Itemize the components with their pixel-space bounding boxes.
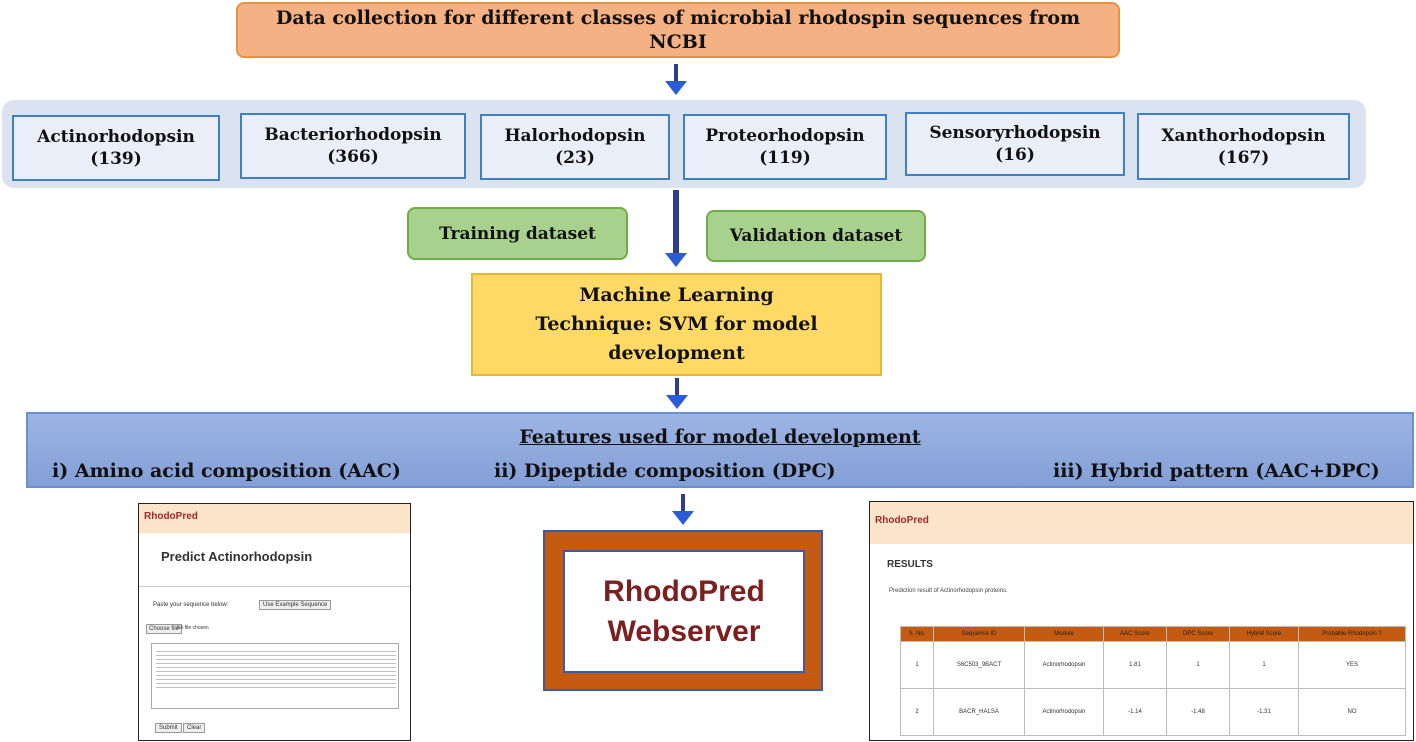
rhodopsin-classes-panel: Actinorhodopsin (139) Bacteriorhodopsin … — [2, 100, 1366, 188]
class-count: (366) — [327, 147, 379, 167]
validation-dataset-box: Validation dataset — [706, 210, 926, 262]
data-collection-line1: Data collection for different classes of… — [275, 7, 1081, 29]
col-hybrid-score: Hybrid Score — [1229, 626, 1299, 642]
data-collection-box: Data collection for different classes of… — [236, 2, 1120, 58]
class-name: Actinorhodopsin — [37, 127, 195, 147]
ml-line2: Technique: SVM for model — [535, 313, 818, 335]
example-sequence-button[interactable]: Use Example Sequence — [259, 600, 332, 610]
col-dpc-score: DPC Score — [1166, 626, 1230, 642]
webserver-frame: RhodoPred Webserver — [543, 530, 823, 691]
sequence-text-lines — [156, 648, 396, 690]
col-sequence-id: Sequence ID — [933, 626, 1025, 642]
class-count: (139) — [90, 149, 142, 169]
cell: BACR_HALSA — [933, 688, 1025, 736]
submit-button[interactable]: Submit — [155, 723, 182, 733]
shot-header: RhodoPred — [870, 502, 1413, 544]
class-box-bacteriorhodopsin: Bacteriorhodopsin (366) — [240, 113, 466, 179]
cell: -1.31 — [1229, 688, 1299, 736]
class-box-proteorhodopsin: Proteorhodopsin (119) — [683, 114, 887, 180]
feature-dpc: ii) Dipeptide composition (DPC) — [494, 460, 836, 482]
paste-label: Paste your sequence below: — [153, 602, 229, 608]
class-count: (167) — [1217, 147, 1270, 168]
predict-heading: Predict Actinorhodopsin — [161, 549, 313, 564]
cell: -1.14 — [1103, 688, 1167, 736]
training-dataset-box: Training dataset — [407, 207, 628, 260]
cell: 1 — [900, 641, 934, 689]
arrow-down-icon — [672, 494, 694, 526]
sequence-textarea[interactable] — [151, 643, 399, 709]
class-count: (23) — [555, 148, 595, 168]
class-box-sensoryrhodopsin: Sensoryrhodopsin (16) — [905, 112, 1125, 176]
no-file-label: No file chosen — [177, 625, 209, 631]
col-aac-score: AAC Score — [1103, 626, 1167, 642]
arrow-down-icon — [664, 190, 688, 268]
cell: 2 — [900, 688, 934, 736]
col-sno: S. No. — [900, 626, 934, 642]
class-box-xanthorhodopsin: Xanthorhodopsin (167) — [1137, 113, 1350, 180]
webserver-box: RhodoPred Webserver — [563, 550, 805, 673]
class-name: Proteorhodopsin — [705, 126, 865, 146]
cell: 1.81 — [1103, 641, 1167, 689]
feature-hybrid: iii) Hybrid pattern (AAC+DPC) — [1053, 460, 1380, 482]
choose-file-button[interactable]: Choose file — [146, 624, 183, 634]
cell: Actinorhodopsin — [1024, 688, 1104, 736]
cell: NO — [1298, 688, 1406, 736]
arrow-down-icon — [666, 378, 688, 410]
results-table: S. No. Sequence ID Module AAC Score DPC … — [900, 626, 1406, 736]
predict-page-screenshot: RhodoPred Predict Actinorhodopsin Paste … — [138, 503, 411, 741]
class-count: (16) — [995, 145, 1035, 165]
ml-line3: development — [608, 342, 745, 364]
cell: YES — [1298, 641, 1406, 689]
class-name: Sensoryrhodopsin — [929, 123, 1101, 143]
table-row: 2 BACR_HALSA Actinorhodopsin -1.14 -1.48… — [900, 688, 1406, 736]
machine-learning-box: Machine Learning Technique: SVM for mode… — [471, 273, 882, 376]
cell: 1 — [1166, 641, 1230, 689]
results-subtitle: Prediction result of Actinorhodopsin pro… — [889, 588, 1008, 594]
cell: Actinorhodopsin — [1024, 641, 1104, 689]
arrow-down-icon — [665, 64, 687, 96]
ml-line1: Machine Learning — [579, 284, 774, 306]
features-bar: Features used for model development i) A… — [26, 412, 1414, 488]
col-probable: Probable Rhodopsin ? — [1298, 626, 1406, 642]
table-header-row: S. No. Sequence ID Module AAC Score DPC … — [900, 626, 1406, 642]
shot-header: RhodoPred — [139, 504, 410, 533]
brand-logo: RhodoPred — [875, 515, 929, 526]
results-page-screenshot: RhodoPred RESULTS Prediction result of A… — [869, 501, 1414, 741]
cell: 1 — [1229, 641, 1299, 689]
col-module: Module — [1024, 626, 1104, 642]
class-name: Xanthorhodopsin — [1161, 125, 1326, 146]
webserver-line2: Webserver — [607, 614, 761, 648]
class-box-actinorhodopsin: Actinorhodopsin (139) — [12, 115, 220, 181]
clear-button[interactable]: Clear — [183, 723, 206, 733]
results-heading: RESULTS — [887, 559, 933, 570]
cell: S6C503_9BACT — [933, 641, 1025, 689]
brand-logo: RhodoPred — [144, 511, 198, 522]
class-box-halorhodopsin: Halorhodopsin (23) — [480, 114, 670, 180]
class-name: Halorhodopsin — [504, 126, 646, 146]
class-count: (119) — [759, 148, 811, 168]
features-title: Features used for model development — [519, 426, 921, 448]
data-collection-line2: NCBI — [649, 31, 707, 53]
webserver-line1: RhodoPred — [603, 574, 765, 608]
table-row: 1 S6C503_9BACT Actinorhodopsin 1.81 1 1 … — [900, 641, 1406, 689]
cell: -1.48 — [1166, 688, 1230, 736]
class-name: Bacteriorhodopsin — [264, 125, 442, 145]
feature-aac: i) Amino acid composition (AAC) — [52, 460, 401, 482]
divider — [139, 586, 410, 587]
